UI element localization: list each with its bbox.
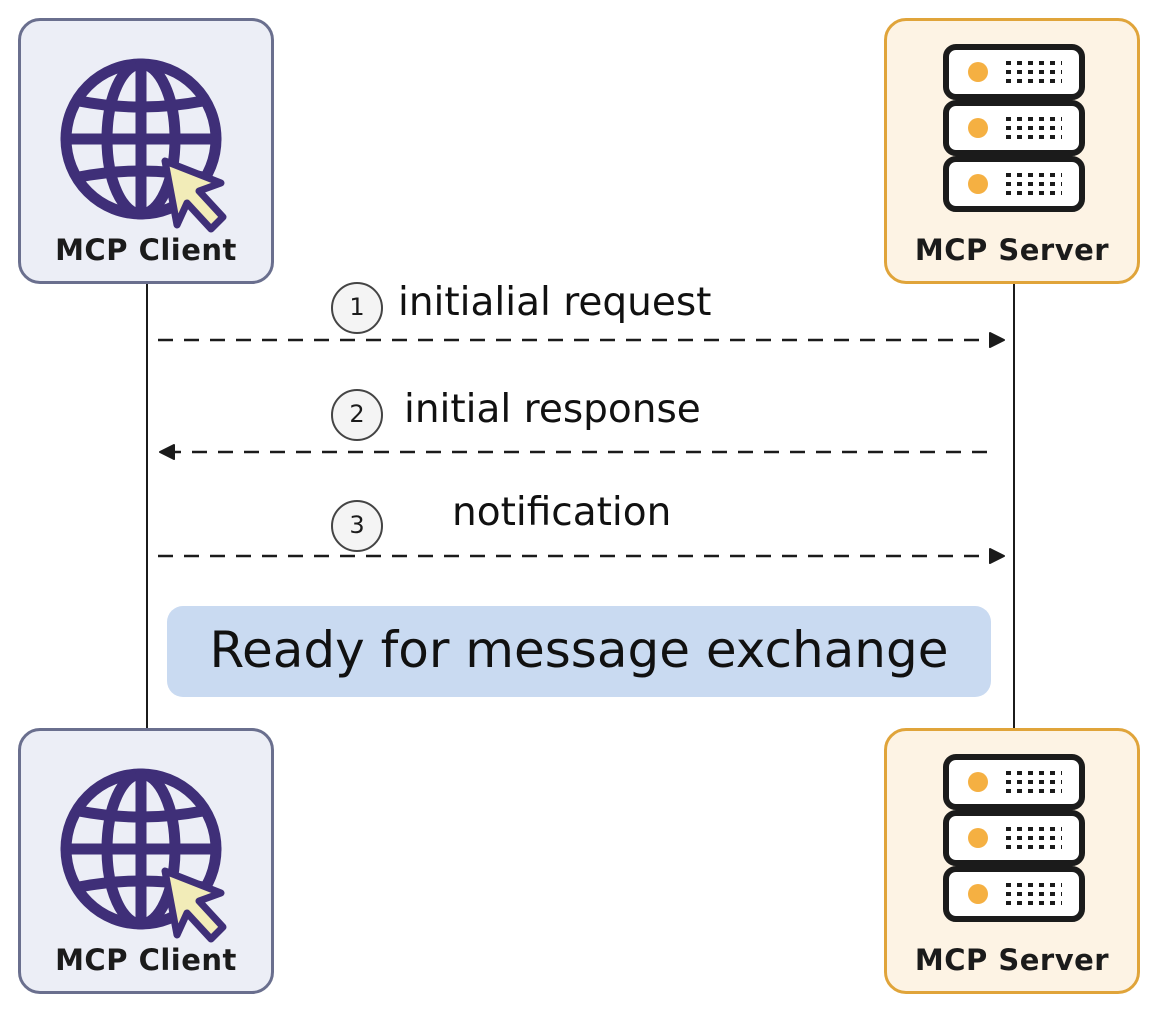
mcp-client-node-bottom: MCP Client	[18, 728, 274, 994]
client-lifeline	[146, 284, 148, 729]
server-rack-icon	[943, 754, 1085, 922]
step-number-3: 3	[331, 500, 383, 552]
globe-cursor-icon	[60, 58, 227, 233]
mcp-server-node-bottom: MCP Server	[884, 728, 1140, 994]
message-label-2: initial response	[404, 387, 701, 432]
step-number-2: 2	[331, 389, 383, 441]
message-label-3: notification	[452, 490, 672, 535]
globe-cursor-icon	[60, 768, 227, 943]
mcp-server-node-top: MCP Server	[884, 18, 1140, 284]
message-label-1: initialial request	[398, 280, 712, 325]
response-arrow	[159, 444, 994, 460]
server-lifeline	[1013, 284, 1015, 729]
request-arrow	[158, 332, 1005, 348]
client-label: MCP Client	[55, 943, 237, 977]
step-number-1: 1	[331, 282, 383, 334]
notification-arrow	[158, 548, 1005, 564]
ready-banner: Ready for message exchange	[167, 606, 991, 697]
server-label: MCP Server	[914, 943, 1110, 977]
server-rack-icon	[943, 44, 1085, 212]
mcp-client-node-top: MCP Client	[18, 18, 274, 284]
client-label: MCP Client	[55, 233, 237, 267]
server-label: MCP Server	[914, 233, 1110, 267]
